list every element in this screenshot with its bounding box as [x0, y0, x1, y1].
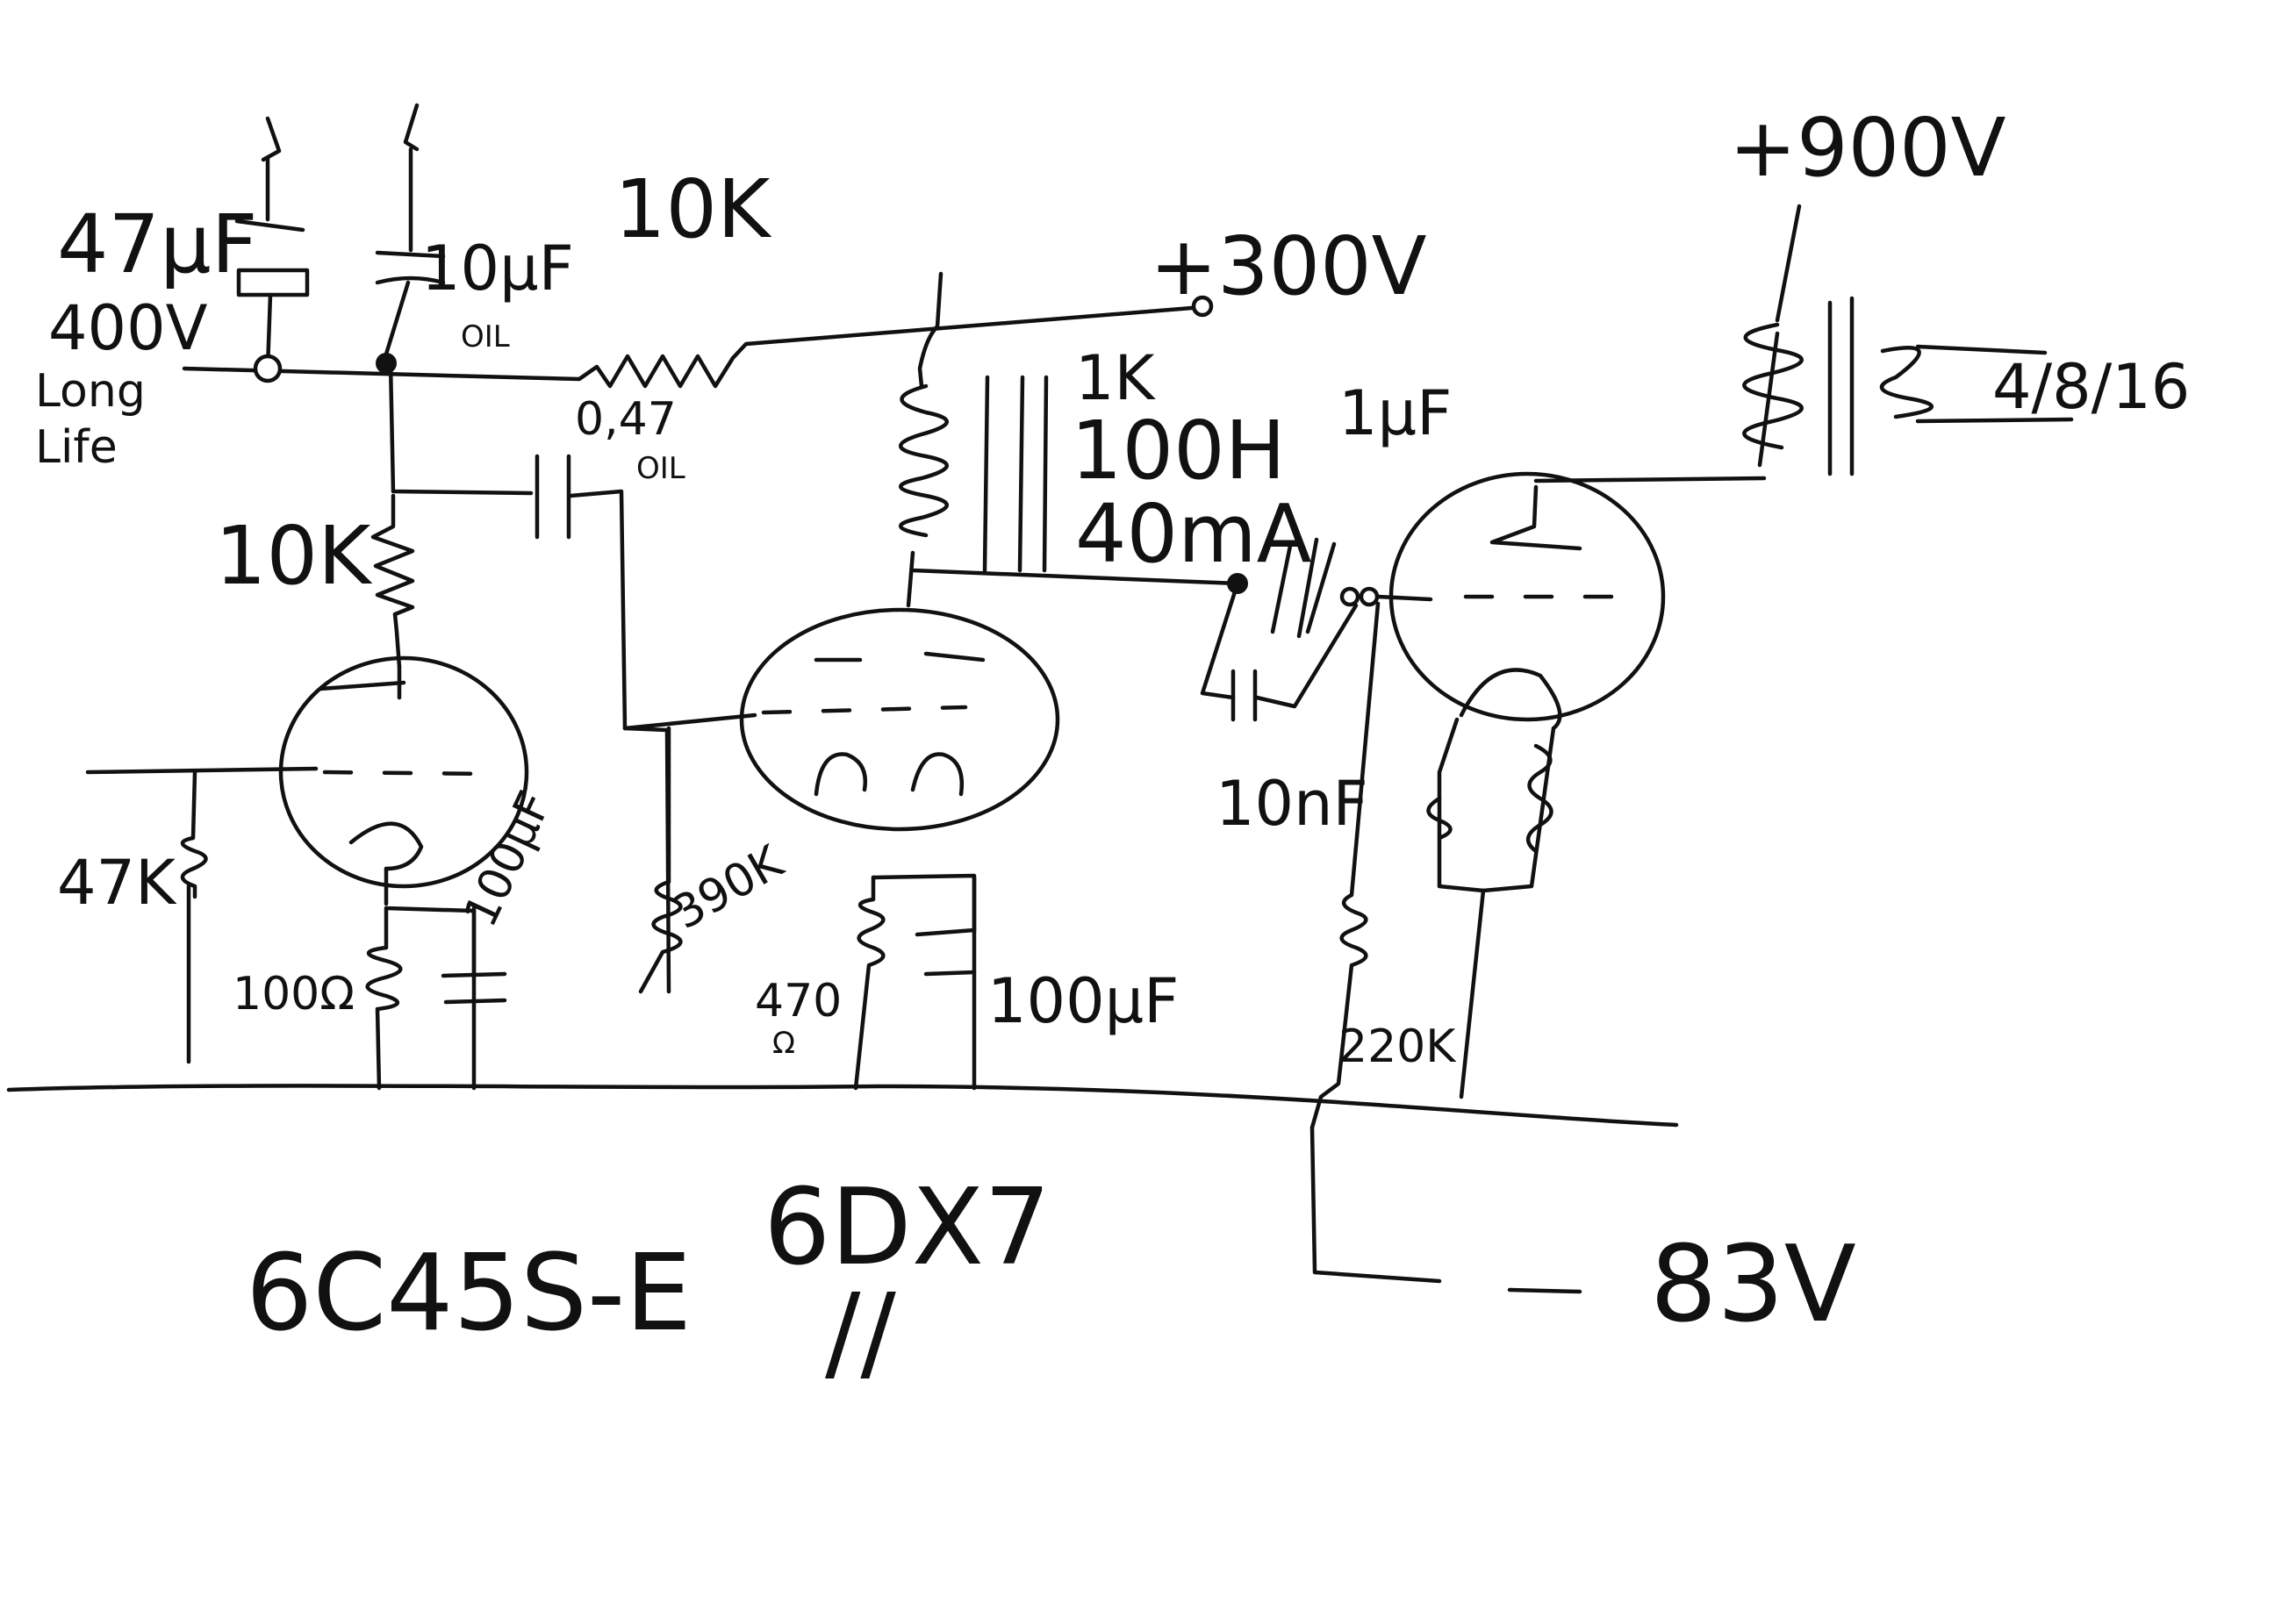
label-v2-name: 6DX7 — [764, 1167, 1051, 1289]
label-r-470-value: 470 — [755, 975, 842, 1028]
label-r-10k-top: 10K — [614, 162, 772, 256]
coupling-cap-1uf — [1227, 537, 1433, 639]
bias-lead — [1309, 1125, 1442, 1284]
capacitor-10nf — [1200, 581, 1359, 722]
v2-plate-to-coupling — [910, 568, 1240, 586]
label-c-10uf: 10μF — [421, 233, 574, 304]
label-b-plus-300: +300V — [1150, 219, 1427, 313]
capacitor-47uf — [234, 116, 310, 383]
label-v3-bias: 83V — [1650, 1224, 1856, 1346]
output-transformer — [1742, 204, 2074, 476]
label-ind-40ma: 40mA — [1075, 487, 1312, 581]
label-c-47uf: 47μF — [57, 197, 258, 291]
tube-v1 — [278, 655, 529, 906]
label-v2-parallel: // — [825, 1272, 896, 1394]
v3-plate-lead — [1533, 476, 1767, 483]
v1-grid-lead — [85, 766, 319, 775]
resistor-220k — [1309, 601, 1381, 1130]
label-life: Life — [35, 421, 118, 474]
bias-dash — [1507, 1287, 1582, 1294]
label-c-1uf: 1μF — [1338, 377, 1452, 449]
label-ot-taps: 4/8/16 — [1992, 351, 2190, 423]
label-long: Long — [35, 365, 146, 418]
label-ind-1k: 1K — [1075, 342, 1157, 414]
ground-rail — [6, 1084, 1679, 1128]
resistor-470-ohm — [853, 875, 886, 1091]
label-c-47uf-voltage: 400V — [48, 292, 208, 364]
label-oil-1: OIL — [461, 319, 510, 354]
b-plus-300-terminal — [1191, 295, 1214, 318]
capacitor-100uf-v2 — [915, 875, 977, 977]
choke-100h — [899, 271, 1049, 608]
label-c-047: 0,47 — [575, 393, 677, 446]
label-b-plus-900: +900V — [1729, 101, 2006, 195]
label-r-220k: 220K — [1338, 1020, 1457, 1073]
tube-v3 — [1388, 471, 1666, 893]
resistor-47k — [180, 770, 208, 899]
label-c-10nf: 10nF — [1216, 768, 1368, 840]
v1-plate-feed — [388, 361, 534, 496]
v3-filament-lead — [1459, 888, 1486, 1099]
v2-grid-lead — [622, 712, 757, 731]
resistor-390k — [638, 726, 683, 994]
label-oil-2: OIL — [636, 451, 685, 486]
v2-cathode-node — [871, 873, 977, 1091]
resistor-10k-plate — [370, 493, 415, 617]
label-c-100uf-1: 100μF — [454, 784, 562, 934]
label-r-10k-plate: 10K — [215, 509, 373, 603]
label-r-100: 100Ω — [233, 968, 355, 1020]
v1-cathode-node — [384, 906, 477, 1091]
resistor-100-ohm — [365, 906, 403, 1091]
capacitor-100uf-v1 — [441, 906, 507, 1005]
label-r-47k: 47K — [57, 847, 177, 919]
label-r-470-unit: Ω — [772, 1026, 795, 1061]
label-ind-100h: 100H — [1071, 404, 1286, 498]
supply-rail — [182, 304, 1205, 389]
capacitor-10uf — [375, 103, 446, 374]
label-v1-name: 6C45S-E — [246, 1233, 692, 1355]
label-c-100uf-2: 100μF — [987, 965, 1179, 1037]
tube-v2 — [739, 607, 1060, 832]
label-r-390k: 390K — [664, 835, 793, 941]
